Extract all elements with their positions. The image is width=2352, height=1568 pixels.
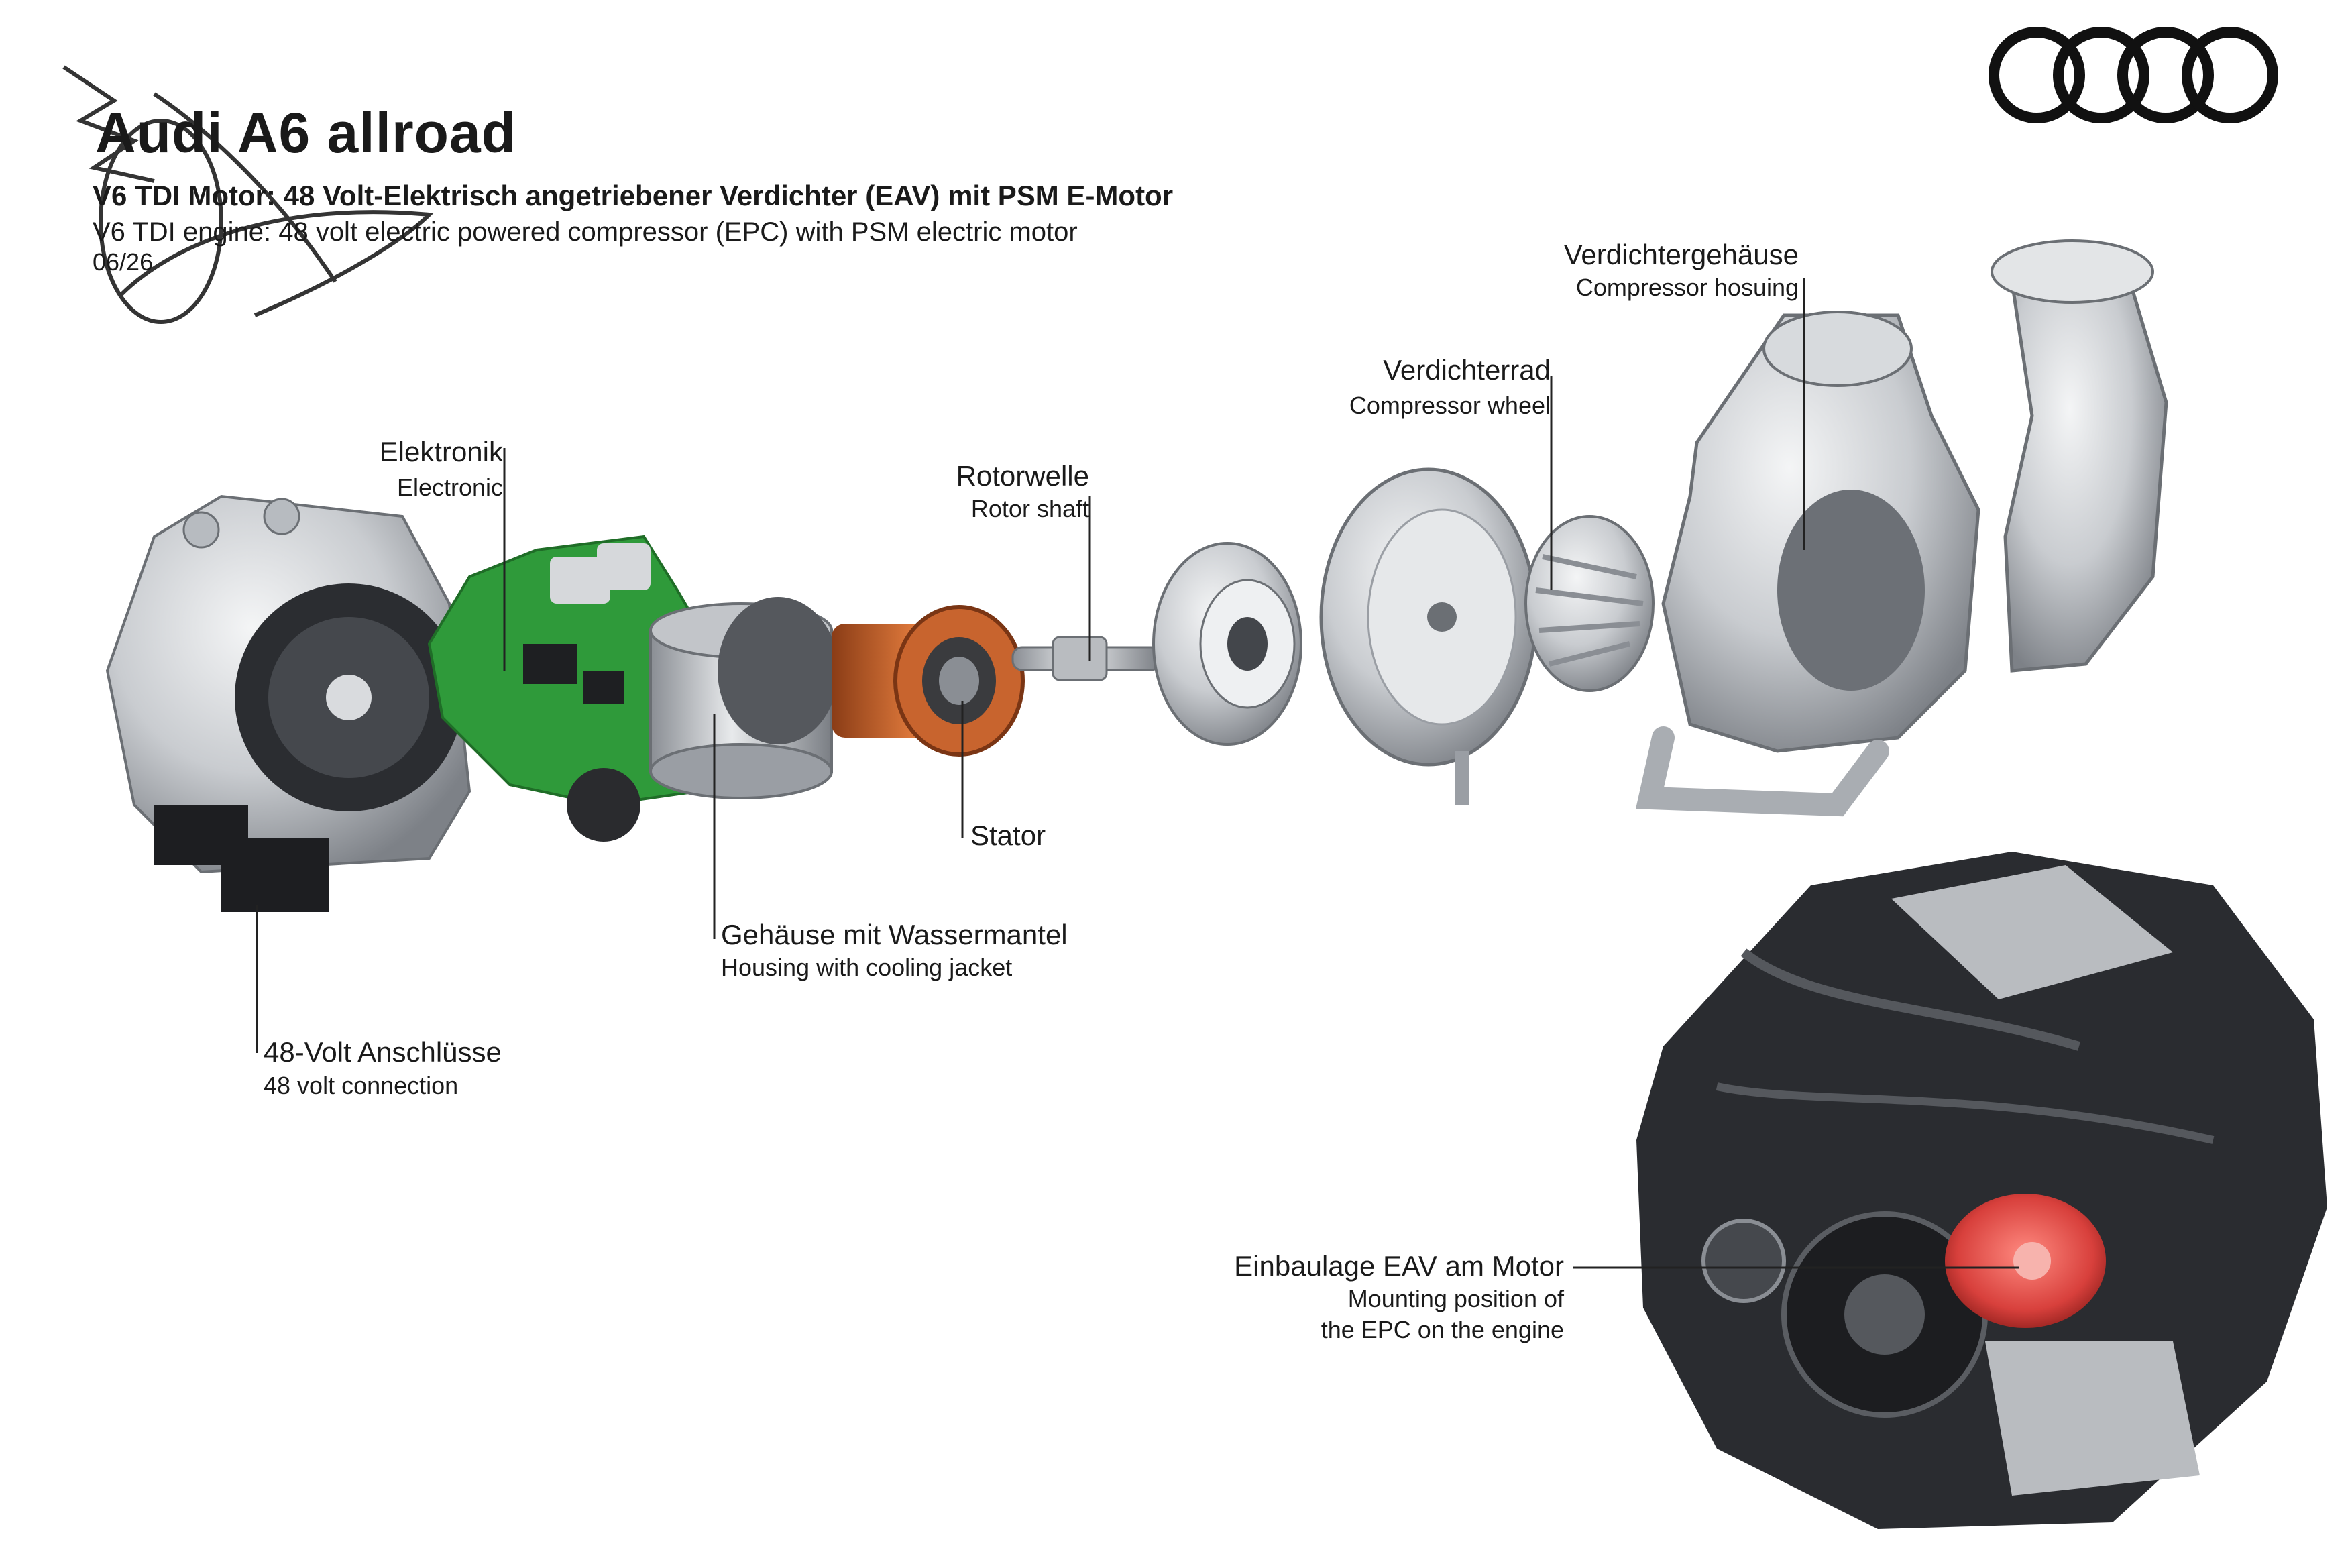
- label-elektronik: Elektronik: [379, 436, 503, 467]
- compressor-volute: [1635, 311, 1980, 817]
- housing-cooling-jacket: [649, 597, 838, 799]
- compressor-housing-with-connectors: [105, 494, 471, 912]
- subtitle-german: V6 TDI Motor: 48 Volt-Elektrisch angetri…: [93, 180, 1174, 211]
- label-mounting-position-2: the EPC on the engine: [1321, 1316, 1564, 1343]
- label-gehaeuse: Gehäuse mit Wassermantel: [721, 919, 1068, 950]
- engine-block: [1636, 852, 2327, 1529]
- label-stator: Stator: [970, 820, 1046, 851]
- compressor-wheel: [1524, 515, 1655, 692]
- label-compressor-wheel: Compressor wheel: [1349, 392, 1551, 419]
- label-48-volt-connection: 48 volt connection: [264, 1072, 459, 1099]
- page-title: Audi A6 allroad: [95, 101, 516, 164]
- epc-mounting-highlight: [1945, 1194, 2106, 1328]
- watermark-emblem: [62, 65, 434, 324]
- label-einbaulage: Einbaulage EAV am Motor: [1234, 1250, 1564, 1282]
- rotor-shaft: [1011, 636, 1162, 681]
- label-rotorwelle: Rotorwelle: [956, 460, 1089, 492]
- label-48-volt-anschluesse: 48-Volt Anschlüsse: [264, 1036, 502, 1068]
- label-rotor-shaft: Rotor shaft: [970, 495, 1089, 522]
- subtitle-english: V6 TDI engine: 48 volt electric powered …: [93, 217, 1078, 247]
- label-mounting-position-1: Mounting position of: [1347, 1285, 1564, 1312]
- intake-pipe: [1991, 239, 2168, 673]
- back-plate: [1319, 467, 1538, 805]
- label-verdichtergehaeuse: Verdichtergehäuse: [1563, 239, 1799, 270]
- label-compressor-housing: Compressor hosuing: [1575, 274, 1799, 301]
- date-code: 06/26: [93, 248, 154, 276]
- label-electronic: Electronic: [396, 473, 503, 501]
- rotor-bearing-disc: [1152, 542, 1302, 746]
- leader-lines: [256, 278, 2019, 1269]
- label-housing-cooling: Housing with cooling jacket: [721, 954, 1013, 981]
- audi-logo: [1989, 27, 2278, 123]
- label-verdichterrad: Verdichterrad: [1383, 354, 1551, 386]
- stator-coil: [832, 605, 1025, 757]
